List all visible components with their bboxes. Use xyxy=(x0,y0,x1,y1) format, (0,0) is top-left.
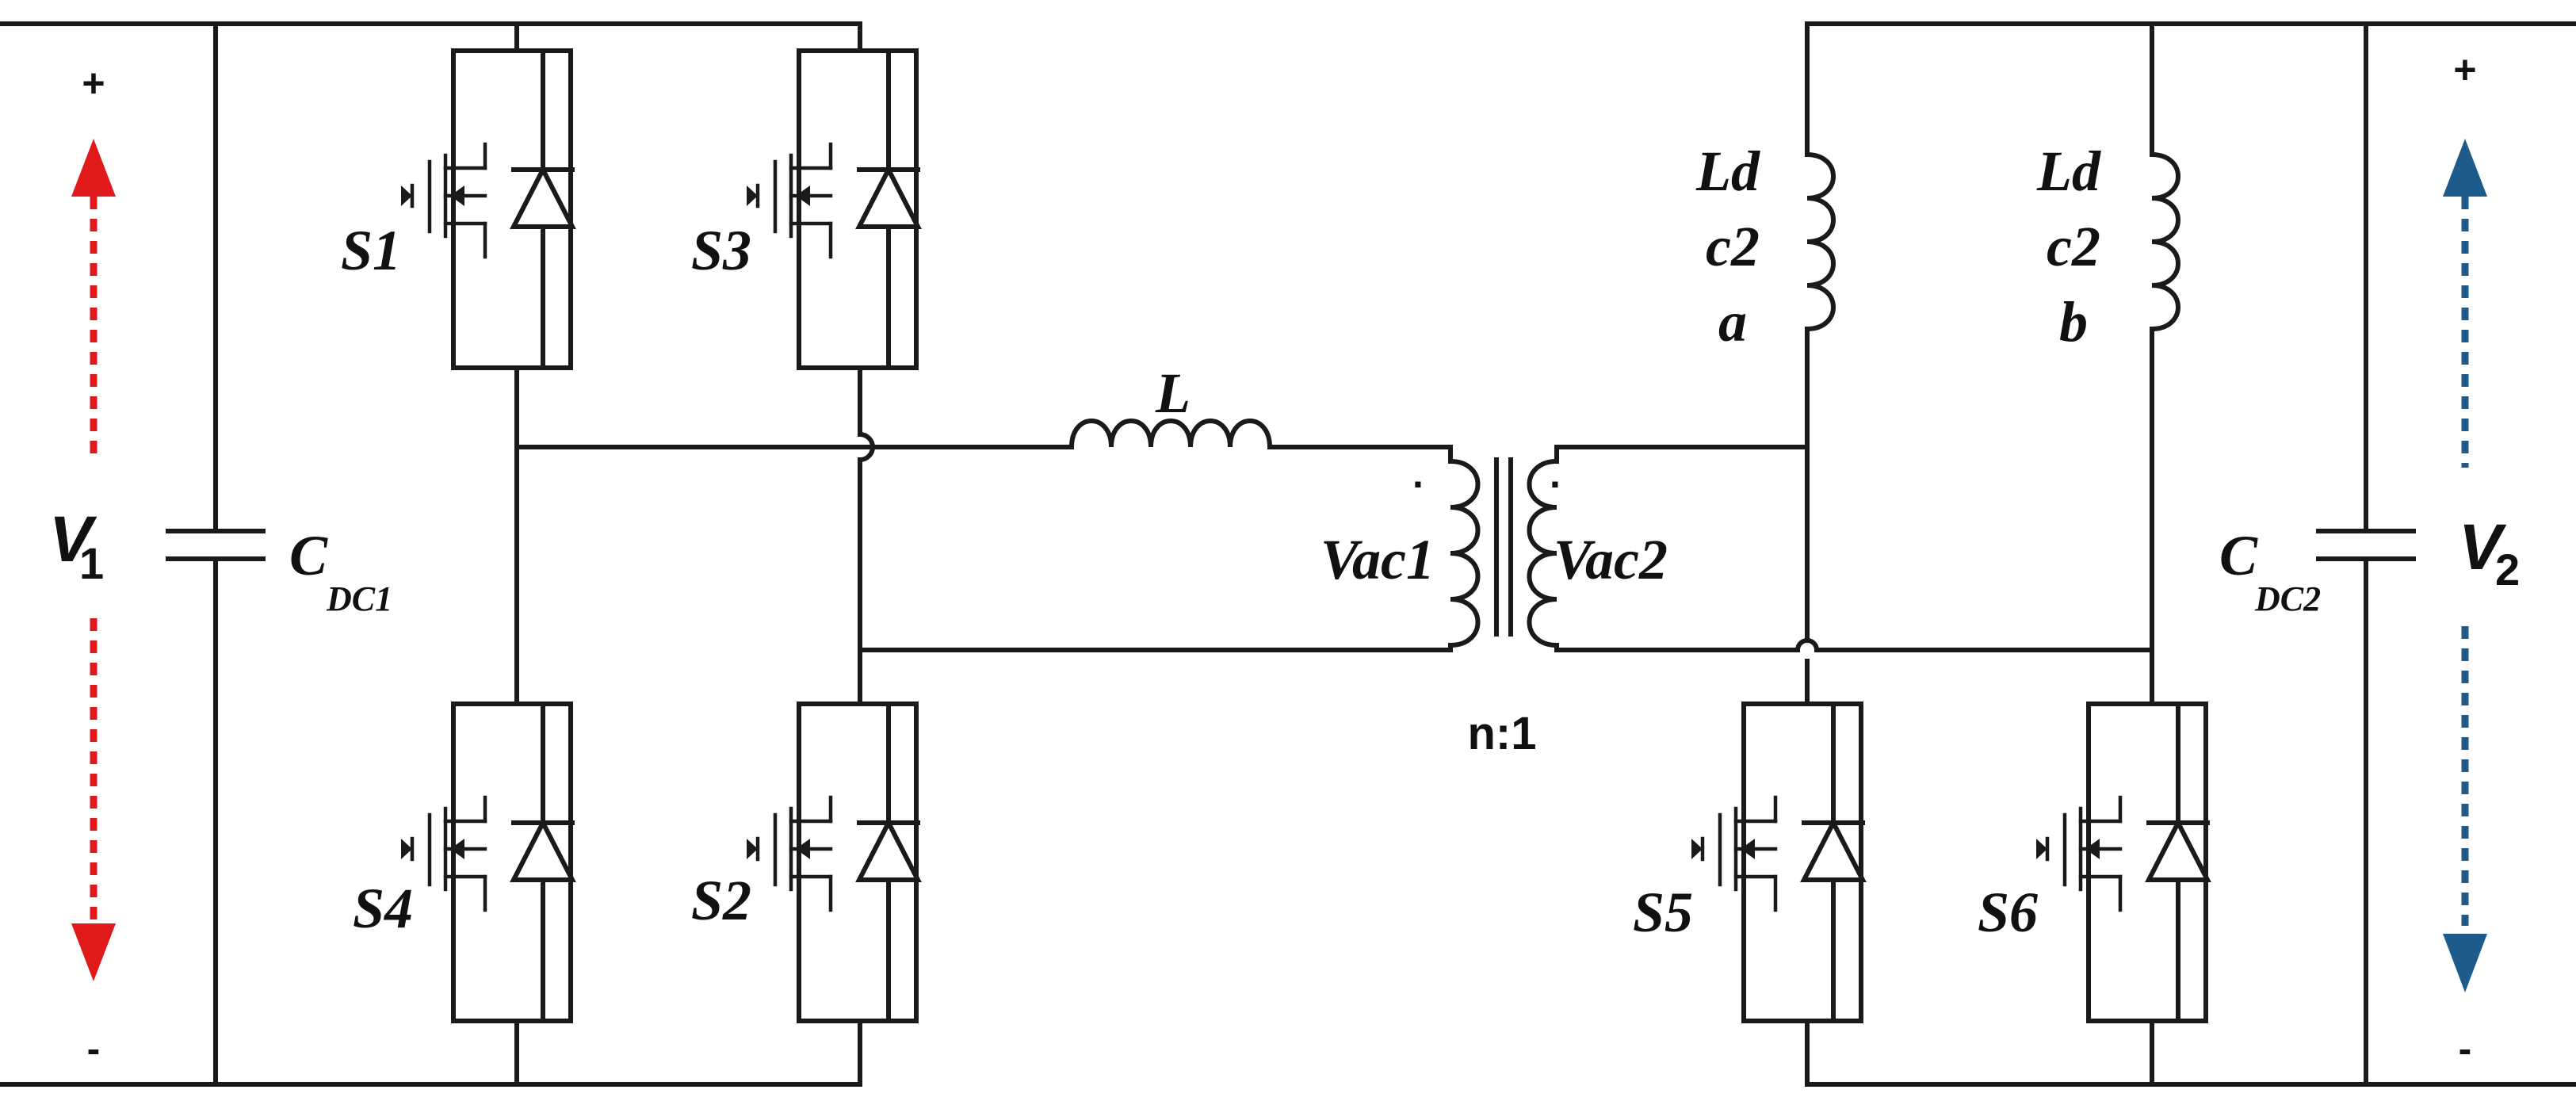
switch-s1 xyxy=(401,51,572,368)
secondary-dot: . xyxy=(1550,452,1561,496)
primary-dot: . xyxy=(1412,452,1424,496)
label-s4: S4 xyxy=(353,877,413,940)
primary-winding xyxy=(1447,458,1481,648)
label-l: L xyxy=(1155,361,1191,425)
label-vac1: Vac1 xyxy=(1320,528,1435,591)
ldc2a-line2: c2 xyxy=(1706,215,1760,278)
v2-subscript: 2 xyxy=(2495,545,2520,594)
inductor-ldc2b xyxy=(2149,151,2180,332)
label-s3: S3 xyxy=(691,219,751,282)
capacitor-cdc1 xyxy=(166,21,266,1087)
v2-plus: + xyxy=(2453,48,2476,92)
label-s6: S6 xyxy=(1978,881,2038,944)
ldc2b-line2: c2 xyxy=(2047,215,2100,278)
label-vac2: Vac2 xyxy=(1554,528,1668,591)
v2-label: V xyxy=(2459,511,2507,583)
ldc2b-line3: b xyxy=(2059,290,2088,354)
v2-arrow xyxy=(2443,139,2487,992)
label-s1: S1 xyxy=(341,219,401,282)
inductor-l xyxy=(1068,419,1273,450)
v1-label: V xyxy=(49,503,97,575)
switch-s5 xyxy=(1691,704,1863,1021)
ldc2a-line3: a xyxy=(1718,290,1747,354)
label-s5: S5 xyxy=(1633,881,1693,944)
v1-minus: - xyxy=(87,1026,101,1071)
ldc2b-line1: Ld xyxy=(2036,140,2101,203)
switch-s6 xyxy=(2036,704,2207,1021)
secondary-winding xyxy=(1527,458,1560,648)
wire-crossover-right xyxy=(1794,638,1820,653)
v2-minus: - xyxy=(2459,1026,2472,1071)
cdc2-subscript: DC2 xyxy=(2254,579,2321,618)
v1-subscript: 1 xyxy=(79,538,104,588)
v1-plus: + xyxy=(82,61,105,105)
switch-s3 xyxy=(747,51,918,368)
switch-s2 xyxy=(747,704,918,1021)
turns-ratio: n:1 xyxy=(1468,708,1537,759)
v1-arrow xyxy=(71,139,116,981)
cdc2-label: C xyxy=(2219,524,2258,587)
inductor-ldc2a xyxy=(1804,151,1836,332)
capacitor-cdc2 xyxy=(2316,21,2416,1087)
switch-s4 xyxy=(401,704,572,1021)
cdc1-subscript: DC1 xyxy=(326,579,392,618)
transformer xyxy=(1447,445,1560,652)
label-s2: S2 xyxy=(691,869,751,932)
cdc1-label: C xyxy=(289,524,328,587)
ldc2a-line1: Ld xyxy=(1695,140,1760,203)
